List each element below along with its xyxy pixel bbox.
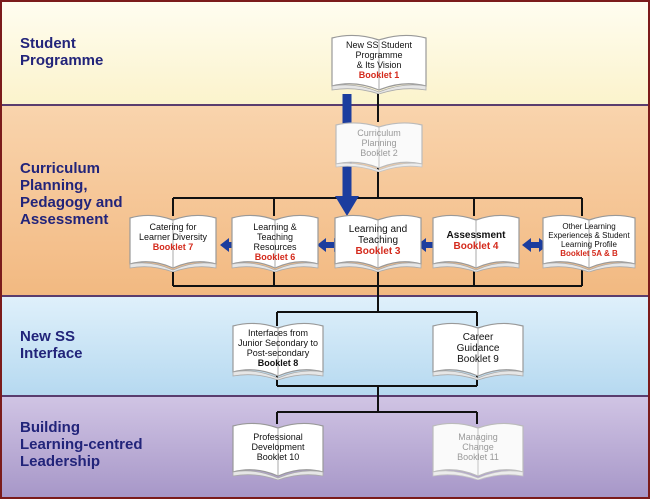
booklet-3: Learning and Teaching Booklet 3 bbox=[332, 212, 424, 272]
band-title-student-programme: Student Programme bbox=[20, 35, 104, 69]
booklet-5-title: Other Learning Experiences & Student Lea… bbox=[548, 222, 630, 249]
booklet-10-title: Professional Development bbox=[251, 432, 305, 452]
booklet-6-title: Learning & Teaching Resources bbox=[253, 222, 297, 252]
booklet-10-number: Booklet 10 bbox=[256, 452, 300, 462]
band-divider bbox=[2, 295, 648, 297]
band-title-interface: New SS Interface bbox=[20, 328, 83, 362]
booklet-3-number: Booklet 3 bbox=[355, 246, 401, 257]
open-book-icon bbox=[334, 214, 422, 272]
booklet-10: Professional Development Booklet 10 bbox=[230, 420, 326, 480]
booklet-6-number: Booklet 6 bbox=[254, 252, 296, 262]
open-book-icon bbox=[129, 214, 217, 272]
booklet-1-number: Booklet 1 bbox=[358, 70, 400, 80]
booklet-1-title: New SS Student Programme & Its Vision bbox=[345, 40, 413, 70]
booklet-5: Other Learning Experiences & Student Lea… bbox=[540, 212, 638, 272]
booklet-8-number: Booklet 8 bbox=[257, 358, 299, 368]
booklet-9-number: Booklet 9 bbox=[457, 354, 499, 365]
open-book-icon bbox=[432, 422, 524, 480]
booklet-8: Interfaces from Junior Secondary to Post… bbox=[230, 320, 326, 380]
open-book-icon bbox=[232, 422, 324, 480]
booklet-4-number: Booklet 4 bbox=[453, 241, 499, 252]
booklet-9-title: Career Guidance bbox=[456, 332, 500, 354]
booklet-7-number: Booklet 7 bbox=[152, 242, 194, 252]
open-book-icon bbox=[335, 122, 423, 172]
booklet-11: Managing Change Booklet 11 bbox=[430, 420, 526, 480]
booklet-11-title: Managing Change bbox=[458, 432, 498, 452]
band-divider bbox=[2, 395, 648, 397]
booklet-7-title: Catering for Learner Diversity bbox=[138, 222, 208, 242]
booklet-6: Learning & Teaching Resources Booklet 6 bbox=[229, 212, 321, 272]
open-book-icon bbox=[432, 322, 524, 380]
band-leadership bbox=[2, 397, 648, 497]
band-divider bbox=[2, 104, 648, 106]
booklet-2-number: Booklet 2 bbox=[360, 148, 398, 158]
open-book-icon bbox=[231, 214, 319, 272]
open-book-icon bbox=[432, 214, 520, 272]
booklet-2: Curriculum Planning Booklet 2 bbox=[332, 120, 426, 172]
booklet-4: Assessment Booklet 4 bbox=[430, 212, 522, 272]
booklet-11-number: Booklet 11 bbox=[457, 452, 499, 462]
booklet-9: Career Guidance Booklet 9 bbox=[430, 320, 526, 380]
open-book-icon bbox=[542, 214, 636, 272]
band-title-leadership: Building Learning-centred Leadership bbox=[20, 419, 143, 470]
open-book-icon bbox=[232, 322, 324, 380]
band-curriculum bbox=[2, 106, 648, 295]
band-student-programme bbox=[2, 2, 648, 104]
booklet-5-number: Booklet 5A & B bbox=[560, 249, 618, 258]
booklet-3-title: Learning and Teaching bbox=[348, 224, 408, 246]
open-book-icon bbox=[331, 34, 427, 94]
booklet-1: New SS Student Programme & Its Vision Bo… bbox=[328, 32, 430, 94]
band-interface bbox=[2, 297, 648, 395]
booklet-4-title: Assessment bbox=[446, 230, 506, 241]
booklet-8-title: Interfaces from Junior Secondary to Post… bbox=[237, 328, 319, 358]
band-title-curriculum: Curriculum Planning, Pedagogy and Assess… bbox=[20, 160, 123, 228]
booklet-7: Catering for Learner Diversity Booklet 7 bbox=[127, 212, 219, 272]
booklet-2-title: Curriculum Planning bbox=[357, 128, 401, 148]
